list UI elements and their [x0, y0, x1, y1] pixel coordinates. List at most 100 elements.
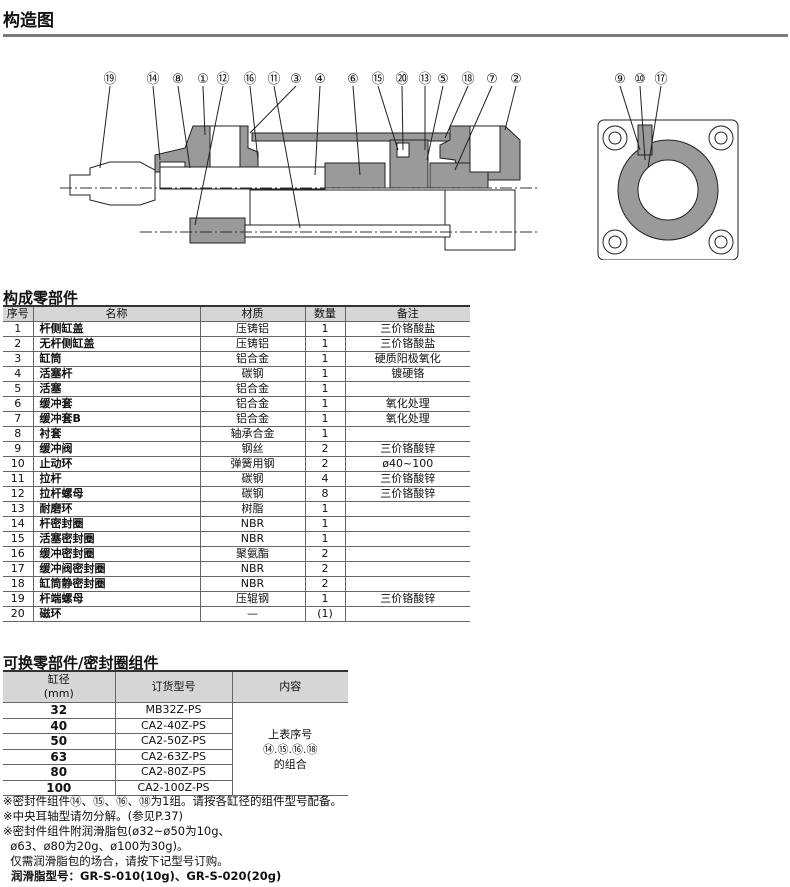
leader-line [249, 85, 297, 134]
order-number: MB32Z-PS [114, 702, 233, 719]
note-line: 仅需润滑脂包的场合，请按下记型号订购。 [3, 854, 229, 868]
callout-label: ⑩ [634, 72, 646, 87]
quantity: 1 [304, 351, 346, 367]
order-number: CA2-100Z-PS [114, 779, 232, 796]
grease-model-note: 润滑脂型号：GR-S-010(10g)、GR-S-020(20g) [3, 869, 282, 883]
bore-size: 100 [3, 779, 116, 796]
part-no: 17 [3, 561, 34, 577]
leader-line [647, 85, 662, 169]
leader-line [249, 85, 259, 161]
leader-line [426, 85, 444, 161]
quantity: 1 [304, 321, 346, 337]
content-line: 上表序号 [268, 727, 313, 741]
callout-label: ⑭ [146, 72, 159, 87]
bore-size: 63 [3, 748, 116, 765]
material: 压铸铝 [199, 336, 306, 352]
note [344, 501, 470, 517]
note [344, 561, 470, 577]
note-line: ※密封件组件⑭、⑮、⑯、⑱为1组。请按各缸径的组件型号配备。 [3, 794, 342, 808]
part-no: 3 [3, 351, 34, 367]
callout-label: ⑳ [395, 72, 408, 87]
part-no: 6 [3, 396, 34, 412]
piston-rod [159, 166, 326, 190]
leader-line [314, 85, 321, 176]
quantity: 2 [304, 546, 346, 562]
part-name: 耐磨环 [32, 501, 201, 517]
part-name: 拉杆 [32, 471, 201, 487]
part-no: 5 [3, 381, 34, 397]
quantity: 1 [304, 426, 346, 442]
note [344, 606, 470, 622]
callout-label: ⑰ [654, 72, 667, 87]
column-header: 数量 [304, 305, 346, 322]
bore-size: 80 [3, 764, 116, 781]
title-divider [3, 34, 788, 37]
part-name: 缓冲套 [32, 396, 201, 412]
note: 氧化处理 [344, 396, 470, 412]
header-content: 内容 [231, 670, 348, 703]
order-number: CA2-80Z-PS [114, 764, 232, 781]
material: NBR [199, 531, 306, 547]
note [344, 531, 470, 547]
note: 三价铬酸锌 [344, 591, 470, 607]
callout-label: ⑥ [347, 72, 359, 87]
material: 碳钢 [199, 471, 306, 487]
part-no: 18 [3, 576, 34, 592]
part-no: 10 [3, 456, 34, 472]
note: 三价铬酸盐 [344, 321, 470, 337]
part-name: 活塞密封圈 [32, 531, 201, 547]
note: 氧化处理 [344, 411, 470, 427]
leader-line [273, 85, 301, 229]
part-name: 衬套 [32, 426, 201, 442]
part-no: 1 [3, 321, 34, 337]
material: — [199, 606, 306, 622]
parts-heading: 构成零部件 [3, 289, 79, 307]
note-line: ※中央耳轴型请勿分解。(参见P.37) [3, 809, 184, 823]
order-number: CA2-40Z-PS [114, 717, 232, 734]
part-name: 无杆侧缸盖 [32, 336, 201, 352]
part-name: 拉杆螺母 [32, 486, 201, 502]
leader-line [152, 85, 161, 161]
rod-cover [154, 125, 259, 173]
material: 弹簧用钢 [199, 456, 306, 472]
content-line: ⑭.⑮.⑯.⑱ [263, 742, 318, 756]
note [344, 516, 470, 532]
quantity: 1 [304, 516, 346, 532]
order-number: CA2-63Z-PS [114, 748, 232, 765]
tie-rod [244, 224, 451, 238]
note: 三价铬酸盐 [344, 336, 470, 352]
tie-rod-nut [189, 217, 246, 244]
callout-label: ⑱ [461, 72, 474, 87]
quantity: 1 [304, 591, 346, 607]
page-title: 构造图 [3, 11, 54, 31]
material: 钢丝 [199, 441, 306, 457]
part-name: 缓冲密封圈 [32, 546, 201, 562]
quantity: 1 [304, 336, 346, 352]
part-name: 缓冲阀密封圈 [32, 561, 201, 577]
leader-line [194, 85, 224, 226]
note [344, 426, 470, 442]
quantity: (1) [304, 606, 346, 622]
callout-label: ④ [314, 72, 326, 87]
callout-label: ② [510, 72, 522, 87]
column-header: 序号 [3, 305, 34, 322]
callout-label: ⑨ [614, 72, 626, 87]
order-number: CA2-50Z-PS [114, 733, 232, 750]
part-name: 磁环 [32, 606, 201, 622]
part-name: 活塞 [32, 381, 201, 397]
header-order-no: 订货型号 [114, 670, 233, 703]
part-name: 止动环 [32, 456, 201, 472]
callout-label: ① [197, 72, 209, 87]
